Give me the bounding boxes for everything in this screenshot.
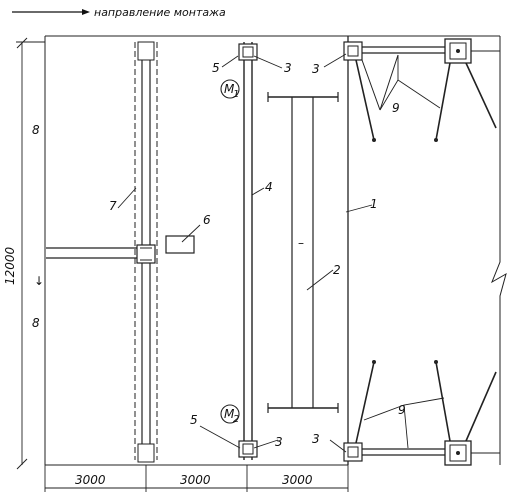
bottom-dimension-chain: 3000 3000 3000 xyxy=(44,464,349,492)
label-7: 7 xyxy=(109,199,117,213)
lower-braces xyxy=(355,360,497,449)
dashed-runway xyxy=(46,41,158,463)
height-dimension-label: 12000 xyxy=(3,246,17,285)
label-4: 4 xyxy=(265,180,273,194)
element-6-box xyxy=(165,235,195,254)
beam-element: – xyxy=(267,92,339,413)
mechanism-m2: M 2 xyxy=(220,404,240,425)
label-3-bottom-center: 3 xyxy=(275,435,283,449)
dimension-segment-1: 3000 xyxy=(75,473,106,487)
mechanism-m1: M 1 xyxy=(220,79,240,100)
label-9-lower: 9 xyxy=(398,403,406,417)
label-5-bottom: 5 xyxy=(190,413,198,427)
crane-runway xyxy=(238,42,258,460)
label-3-top-right: 3 xyxy=(312,62,320,76)
label-9-upper: 9 xyxy=(392,101,400,115)
dimension-segment-2: 3000 xyxy=(180,473,211,487)
mechanism-m2-index: 2 xyxy=(233,414,239,425)
upper-braces xyxy=(355,54,497,142)
label-3-top-center: 3 xyxy=(284,61,292,75)
direction-label: направление монтажа xyxy=(94,6,226,19)
height-dimension: 12000 xyxy=(3,37,45,470)
break-line xyxy=(491,36,507,465)
right-crane-rails xyxy=(343,38,500,466)
beam-mark: – xyxy=(298,236,304,250)
dimension-segment-3: 3000 xyxy=(282,473,313,487)
direction-indicator: направление монтажа xyxy=(12,6,226,19)
label-6: 6 xyxy=(203,213,211,227)
mechanism-m1-label: M xyxy=(224,82,235,96)
mechanism-m2-label: M xyxy=(224,407,235,421)
slab-outline xyxy=(44,35,500,466)
direction-mark: ↓ xyxy=(34,274,44,288)
label-3-bottom-right: 3 xyxy=(312,432,320,446)
label-5-top: 5 xyxy=(212,61,220,75)
mechanism-m1-index: 1 xyxy=(233,89,239,100)
label-8-upper: 8 xyxy=(32,123,40,137)
label-1: 1 xyxy=(370,197,378,211)
label-2: 2 xyxy=(333,263,341,277)
leader-lines xyxy=(117,53,373,453)
label-8-lower: 8 xyxy=(32,316,40,330)
